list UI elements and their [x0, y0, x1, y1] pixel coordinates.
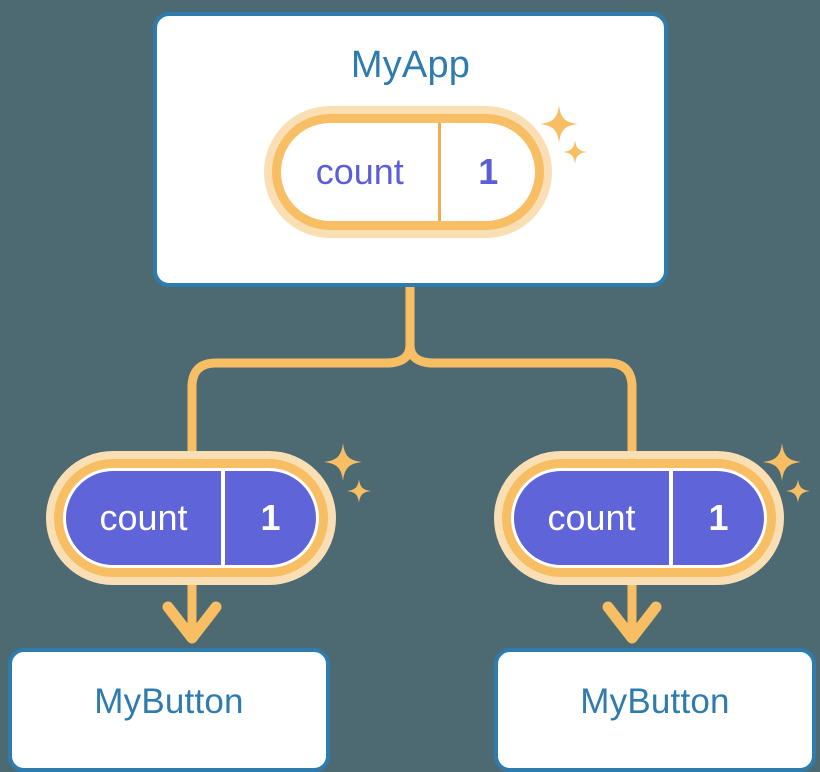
- state-pill-child-left[interactable]: count 1: [46, 451, 336, 585]
- state-pill-border: count 1: [272, 114, 544, 230]
- component-card-mybutton-right[interactable]: MyButton: [494, 648, 816, 772]
- page-title: MyApp: [350, 44, 471, 86]
- state-value-label: 1: [221, 471, 316, 565]
- down-arrow-icon-right: [602, 578, 662, 644]
- state-key-label: count: [315, 151, 404, 192]
- state-pill-border: count 1: [54, 459, 328, 577]
- state-pill-myapp[interactable]: count 1: [264, 106, 552, 238]
- down-arrow-icon-left: [162, 578, 222, 644]
- component-label: MyButton: [94, 682, 244, 721]
- state-key-label: count: [547, 497, 636, 538]
- sparkle-icon: [347, 479, 371, 503]
- state-value-label: 1: [669, 471, 764, 565]
- state-pill-glow-ring: count 1: [264, 106, 552, 238]
- sparkle-icon: [786, 479, 810, 503]
- state-pill-glow-ring: count 1: [46, 451, 336, 585]
- state-pill-body: count 1: [281, 123, 535, 221]
- state-value-label: 1: [438, 123, 535, 221]
- state-pill-border: count 1: [502, 459, 776, 577]
- state-pill-child-right[interactable]: count 1: [494, 451, 784, 585]
- state-pill-body: count 1: [63, 468, 319, 568]
- state-pill-glow-ring: count 1: [494, 451, 784, 585]
- state-key-label: count: [99, 497, 188, 538]
- component-card-mybutton-left[interactable]: MyButton: [8, 648, 330, 772]
- component-label: MyButton: [580, 682, 730, 721]
- state-pill-body: count 1: [511, 468, 767, 568]
